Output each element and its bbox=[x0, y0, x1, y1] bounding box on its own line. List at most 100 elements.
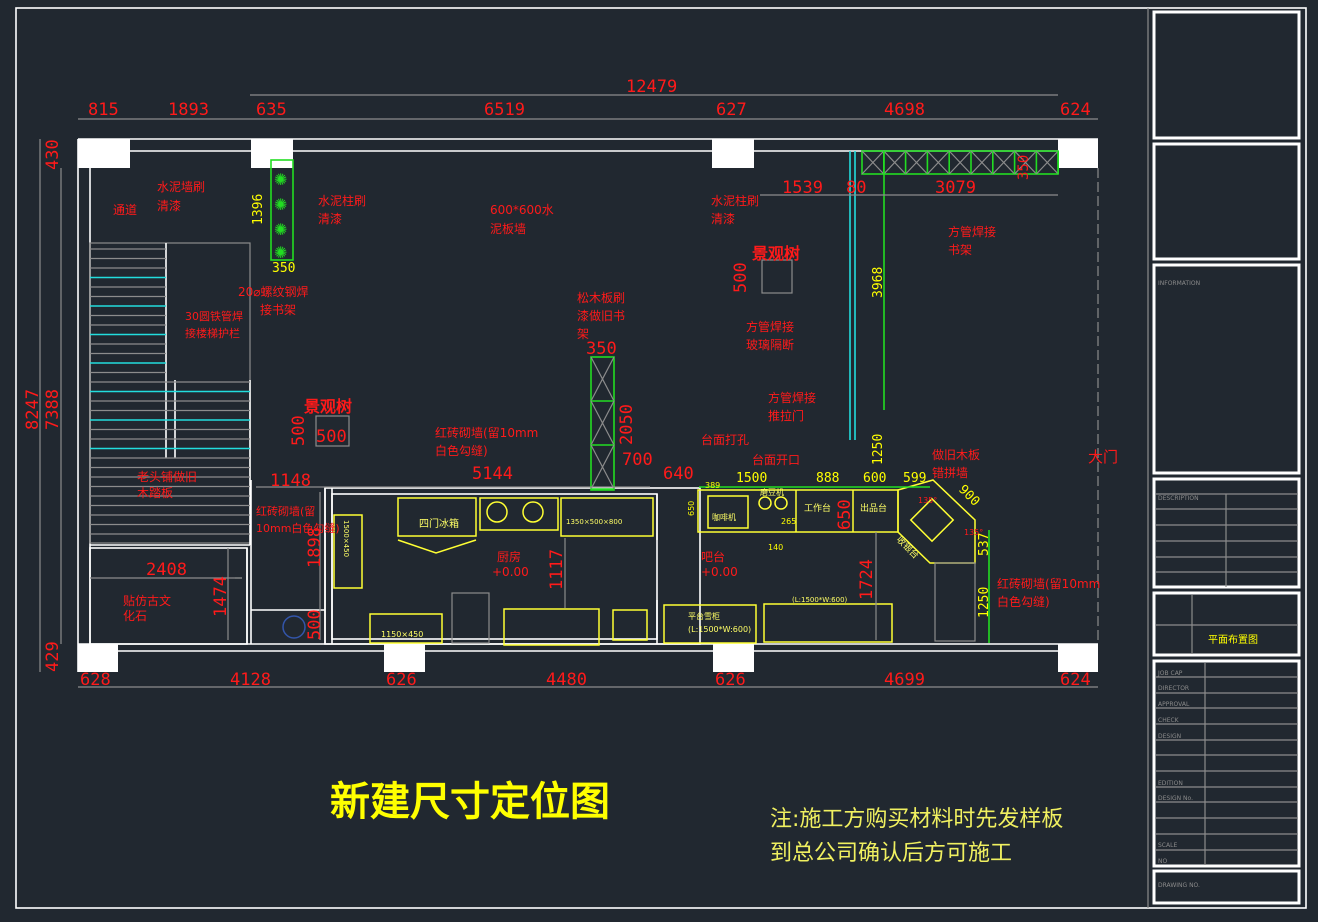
shelf-cross bbox=[1014, 150, 1037, 175]
label-old-board-1: 做旧木板 bbox=[932, 447, 980, 462]
columns bbox=[78, 139, 1098, 672]
label-main-door: 大门 bbox=[1088, 448, 1118, 466]
dim-top-624: 624 bbox=[1060, 100, 1091, 120]
title-block-logo-box bbox=[1152, 10, 1301, 140]
tb-job-cap-label: JOB CAP bbox=[1157, 670, 1183, 677]
angle-135a: 135° bbox=[918, 496, 937, 505]
shelf-cross bbox=[883, 150, 907, 175]
eq-grinder: 磨豆机 bbox=[760, 487, 784, 497]
label-cement-col2-1: 水泥柱刷 bbox=[711, 193, 759, 208]
kitchen-walls bbox=[324, 487, 701, 645]
eq-griddle: 平台雪柜 bbox=[688, 611, 720, 621]
dim-bottom-628: 628 bbox=[80, 670, 111, 690]
dim-bar-265: 265 bbox=[781, 517, 796, 526]
dim-bottom-624: 624 bbox=[1060, 670, 1091, 690]
small-unit bbox=[612, 609, 648, 641]
label-board-wall-1: 600*600水 bbox=[490, 203, 554, 217]
label-railing-1: 30圆铁管焊 bbox=[185, 309, 243, 323]
dim-shelf-350: 350 bbox=[1016, 155, 1032, 180]
eq-table-left: 1500×450 bbox=[342, 520, 350, 557]
dim-bar-537: 537 bbox=[977, 533, 992, 556]
label-brick-right-1: 红砖砌墙(留10mm bbox=[997, 576, 1100, 591]
shelf-cross bbox=[992, 150, 1016, 175]
dim-bar-650-small: 650 bbox=[687, 501, 696, 516]
eq-coffee: 咖啡机 bbox=[712, 512, 736, 522]
label-railing-2: 接楼梯护栏 bbox=[185, 326, 240, 340]
dim-tree2-height: 500 bbox=[731, 262, 751, 293]
label-pine-shelf-2: 漆做旧书 bbox=[577, 308, 625, 323]
dim-top-6519: 6519 bbox=[484, 100, 525, 120]
eq-fridge: 四门冰箱 bbox=[419, 517, 459, 530]
label-cement-wall-1: 水泥墙刷 bbox=[157, 180, 205, 194]
dim-1539: 1539 bbox=[782, 178, 823, 198]
label-brick-1: 红砖砌墙(留10mm bbox=[435, 425, 538, 440]
dim-top-627: 627 bbox=[716, 100, 747, 120]
dim-bar-1500: 1500 bbox=[736, 471, 767, 486]
shelf-cross bbox=[926, 150, 950, 175]
label-stone-2: 化石 bbox=[123, 609, 147, 623]
rebar-shelf: ✺ ✺ ✺ ✺ bbox=[270, 159, 294, 262]
shelf-cross bbox=[590, 444, 615, 490]
shelf-cross bbox=[948, 150, 972, 175]
tb-scale-label: SCALE bbox=[1158, 842, 1177, 849]
label-bar: 吧台 bbox=[701, 549, 725, 564]
sink-unit bbox=[479, 497, 559, 531]
dim-top-815: 815 bbox=[88, 100, 119, 120]
toilet-icon bbox=[282, 615, 306, 639]
tb-design-label: DESIGN bbox=[1158, 733, 1181, 740]
dim-bar-140: 140 bbox=[768, 543, 783, 552]
dim-80: 80 bbox=[846, 178, 866, 198]
label-cement-col2-2: 清漆 bbox=[711, 212, 735, 226]
eq-pickup: 出品台 bbox=[860, 502, 887, 514]
eq-cashier: 收银台 bbox=[894, 534, 922, 562]
label-pine-shelf-1: 松木板刷 bbox=[577, 291, 625, 305]
counter-2 bbox=[503, 608, 600, 646]
tb-check-label: CHECK bbox=[1158, 717, 1180, 724]
label-sliding-1: 方管焊接 bbox=[768, 390, 816, 405]
dim-bottom-4128: 4128 bbox=[230, 670, 271, 690]
dim-700: 700 bbox=[622, 450, 653, 470]
sink-1350 bbox=[560, 497, 654, 537]
fridge bbox=[397, 497, 477, 537]
eq-table-bottom: 1150×450 bbox=[381, 630, 423, 639]
title-block-name-box bbox=[1152, 591, 1301, 657]
bar-equipment bbox=[663, 479, 976, 644]
pine-shelf bbox=[590, 356, 615, 491]
eq-counter-dims: (L:1500*W:600) bbox=[792, 596, 848, 604]
table-left bbox=[333, 514, 363, 589]
dim-top-1893: 1893 bbox=[168, 100, 209, 120]
label-brick-left-1: 红砖砌墙(留 bbox=[256, 504, 315, 518]
tb-design-no-label: DESIGN No. bbox=[1158, 795, 1193, 802]
note-line-1: 注:施工方购买材料时先发样板 bbox=[770, 807, 1063, 832]
label-tube-shelf-2: 书架 bbox=[948, 243, 972, 257]
dim-mid-350: 350 bbox=[586, 339, 617, 359]
label-brick-left-2: 10mm白色勾缝) bbox=[256, 521, 340, 535]
dim-640: 640 bbox=[663, 464, 694, 484]
dim-2408: 2408 bbox=[146, 560, 187, 580]
svg-text:✺: ✺ bbox=[274, 195, 287, 214]
label-brick-right-2: 白色勾缝) bbox=[997, 594, 1050, 609]
label-stone-1: 贴仿古文 bbox=[123, 593, 171, 608]
cabinet bbox=[451, 592, 490, 644]
shelf-cross bbox=[970, 150, 994, 175]
dim-1117: 1117 bbox=[547, 549, 567, 590]
title-block-drawing-no-box bbox=[1152, 869, 1301, 905]
tb-description-label: DESCRIPTION bbox=[1158, 495, 1199, 502]
dim-2050: 2050 bbox=[617, 404, 637, 445]
dimension-lines bbox=[39, 94, 1098, 688]
dim-3968: 3968 bbox=[871, 267, 886, 298]
label-cement-col-1: 水泥柱刷 bbox=[318, 193, 366, 208]
tb-director-label: DIRECTOR bbox=[1158, 685, 1189, 692]
dim-1148: 1148 bbox=[270, 471, 311, 491]
tb-info-label: INFORMATION bbox=[1158, 280, 1200, 287]
dim-left-inner: 7388 bbox=[43, 389, 63, 430]
tree-box-left bbox=[315, 415, 350, 447]
dim-left-bottom: 429 bbox=[43, 641, 63, 672]
dim-shelf-height: 1396 bbox=[251, 194, 266, 225]
dim-bar-600: 600 bbox=[863, 471, 886, 486]
label-passage: 通道 bbox=[113, 203, 137, 217]
dim-bottom-626a: 626 bbox=[386, 670, 417, 690]
dim-1250-top: 1250 bbox=[871, 434, 886, 465]
label-brick-2: 白色勾缝) bbox=[435, 443, 488, 458]
